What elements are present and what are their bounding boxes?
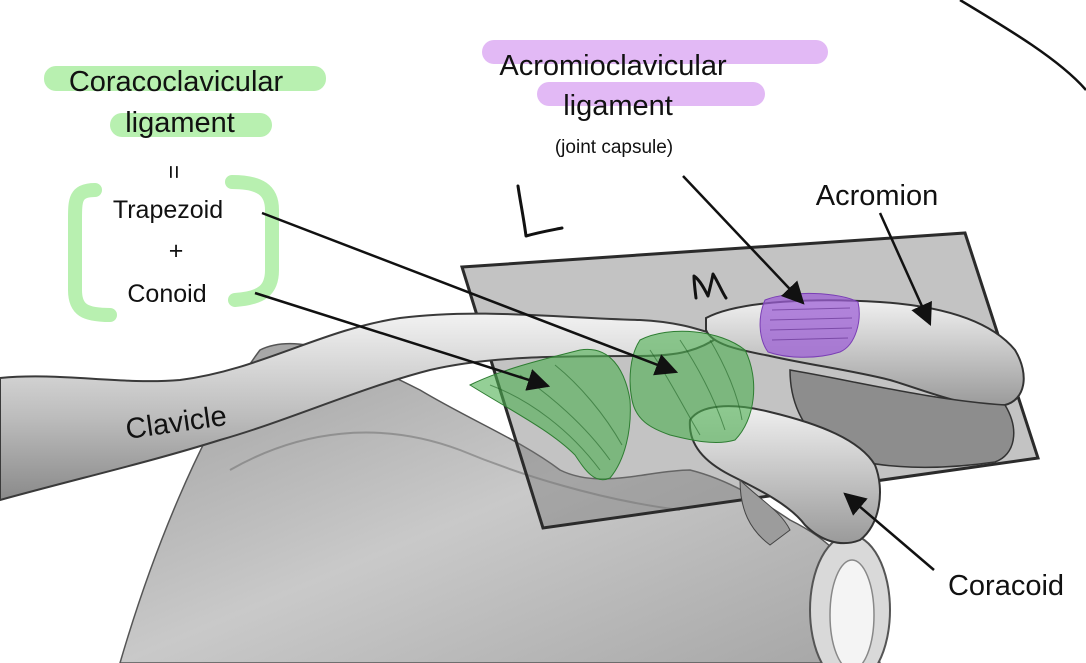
acromion-label: Acromion	[816, 180, 939, 212]
trapezoid-label: Trapezoid	[113, 196, 223, 224]
trapezoid-arrow	[261, 211, 679, 376]
acromioclavicular-highlight-2	[537, 82, 765, 106]
coracoclavicular-highlight-1	[44, 66, 326, 91]
right-bracket-icon	[225, 175, 279, 307]
humerus-outline	[959, 0, 1086, 91]
conoid-label: Conoid	[127, 280, 206, 308]
glenoid-cavity	[829, 559, 875, 663]
conoid-arrow	[254, 291, 551, 391]
acromioclavicular-label-line2: ligament	[563, 90, 673, 122]
joint-capsule-note: (joint capsule)	[555, 137, 673, 158]
coracoclavicular-label-line2: ligament	[125, 107, 235, 139]
coracoid-base	[739, 478, 791, 546]
acromioclavicular-label-line1: Acromioclavicular	[499, 50, 727, 82]
plus-sign: +	[169, 237, 184, 265]
acromioclavicular-ligament	[759, 293, 860, 358]
coracoid-bone	[688, 405, 881, 545]
coracoclavicular-highlight-2	[110, 113, 272, 137]
acromion-arrow	[878, 212, 932, 327]
equals-sign: =	[160, 165, 187, 179]
handwritten-medial-mark	[692, 272, 728, 300]
coracoclavicular-label-line1: Coracoclavicular	[69, 66, 284, 98]
coracoid-arrow	[843, 492, 935, 571]
conoid-ligament	[468, 348, 631, 481]
acromioclavicular-arrow	[682, 175, 805, 305]
scapula-spine	[229, 431, 681, 511]
coracoclavicular-ligament-fibers	[489, 339, 743, 471]
handwritten-lateral-mark	[516, 184, 564, 238]
acromioclavicular-ligament-fibers	[769, 307, 853, 341]
acromioclavicular-highlight-1	[482, 40, 828, 64]
left-bracket-icon	[68, 183, 117, 322]
coracoid-label: Coracoid	[948, 570, 1064, 602]
